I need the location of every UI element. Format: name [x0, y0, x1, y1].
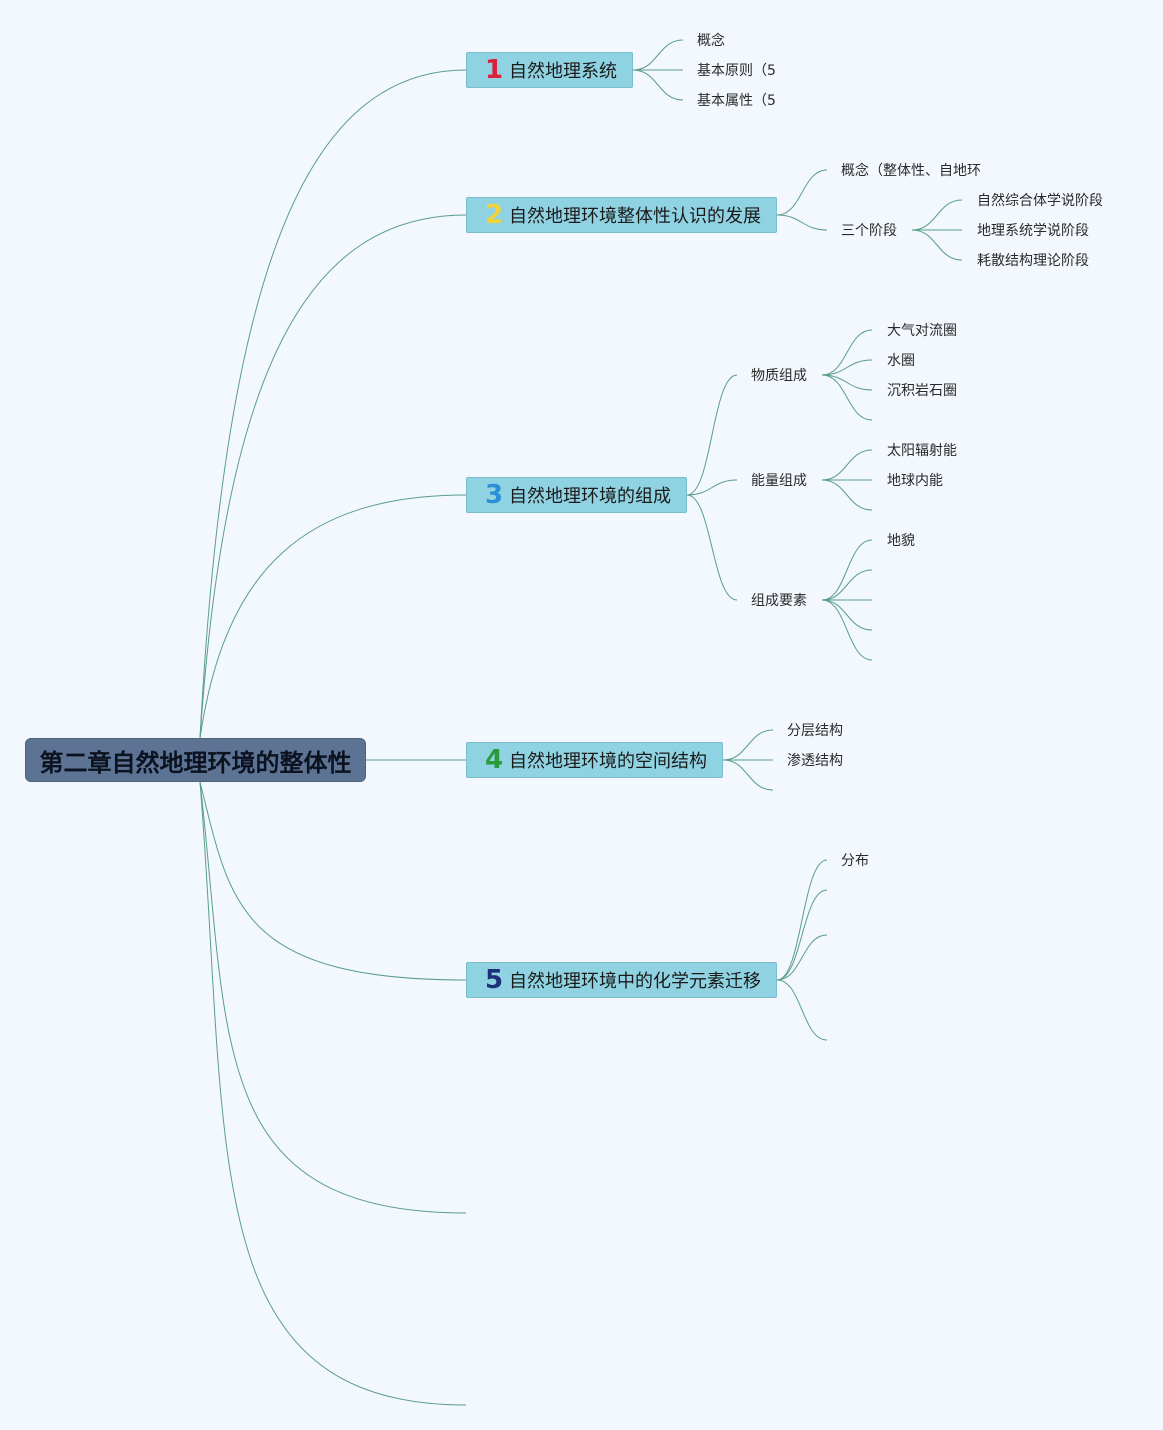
connector-line: [722, 729, 774, 761]
connector-line: [821, 329, 873, 376]
subtopic-layered-structure[interactable]: 分层结构: [787, 723, 843, 739]
topic-label: 自然地理环境整体性认识的发展: [509, 206, 761, 227]
subtopic-concept[interactable]: 概念: [697, 33, 725, 49]
topic-label: 自然地理环境的空间结构: [509, 751, 707, 772]
topic-label: 自然地理系统: [509, 61, 617, 82]
connector-line: [632, 39, 684, 71]
subtopic-integrity-concept[interactable]: 概念（整体性、自地环: [841, 163, 981, 179]
connector-line: [722, 759, 774, 791]
number-1-icon: 1: [485, 55, 504, 85]
connector-line: [776, 979, 828, 1041]
number-3-icon: 3: [485, 480, 504, 510]
subtopic-energy-composition[interactable]: 能量组成: [751, 473, 807, 489]
number-2-icon: 2: [485, 200, 504, 230]
main-branch-line: [199, 494, 467, 739]
topic-environment-composition[interactable]: 3 自然地理环境的组成: [466, 477, 687, 513]
main-branch-line: [199, 781, 467, 1406]
topic-spatial-structure[interactable]: 4 自然地理环境的空间结构: [466, 742, 723, 778]
topic-label: 自然地理环境的组成: [509, 486, 671, 507]
main-branch-line: [199, 781, 467, 981]
connector-line: [776, 859, 828, 981]
topic-chemical-element-migration[interactable]: 5 自然地理环境中的化学元素迁移: [466, 962, 777, 998]
connector-line: [821, 449, 873, 481]
topic-natural-geography-system[interactable]: 1 自然地理系统: [466, 52, 633, 88]
connector-line: [821, 539, 873, 601]
connector-line: [686, 494, 738, 601]
connector-line: [686, 479, 738, 496]
connector-line: [911, 229, 963, 261]
topic-label: 自然地理环境中的化学元素迁移: [509, 971, 761, 992]
material-troposphere[interactable]: 大气对流圈: [887, 323, 957, 339]
connector-line: [821, 599, 873, 631]
stage-natural-complex[interactable]: 自然综合体学说阶段: [977, 193, 1103, 209]
subtopic-basic-principles[interactable]: 基本原则（5: [697, 63, 776, 79]
subtopic-components[interactable]: 组成要素: [751, 593, 807, 609]
subtopic-material-composition[interactable]: 物质组成: [751, 368, 807, 384]
main-branch-line: [199, 781, 467, 1214]
central-topic-label: 第二章自然地理环境的整体性: [39, 748, 352, 777]
subtopic-permeation-structure[interactable]: 渗透结构: [787, 753, 843, 769]
energy-solar-radiation[interactable]: 太阳辐射能: [887, 443, 957, 459]
connector-line: [821, 599, 873, 661]
material-hydrosphere[interactable]: 水圈: [887, 353, 915, 369]
main-branch-line: [199, 214, 467, 739]
connector-line: [821, 359, 873, 376]
subtopic-basic-attributes[interactable]: 基本属性（5: [697, 93, 776, 109]
component-landform[interactable]: 地貌: [887, 533, 915, 549]
connector-line: [776, 214, 828, 231]
connector-line: [821, 479, 873, 511]
number-5-icon: 5: [485, 965, 504, 995]
material-sedimentary-lithosphere[interactable]: 沉积岩石圈: [887, 383, 957, 399]
connector-line: [821, 569, 873, 601]
connector-line: [686, 374, 738, 496]
topic-integrity-recognition-development[interactable]: 2 自然地理环境整体性认识的发展: [466, 197, 777, 233]
connector-line: [821, 374, 873, 421]
connector-line: [632, 69, 684, 101]
stage-dissipative-structure[interactable]: 耗散结构理论阶段: [977, 253, 1089, 269]
connector-line: [776, 889, 828, 981]
energy-earth-internal[interactable]: 地球内能: [887, 473, 943, 489]
connector-line: [911, 199, 963, 231]
subtopic-distribution[interactable]: 分布: [841, 853, 869, 869]
stage-geosystem[interactable]: 地理系统学说阶段: [977, 223, 1089, 239]
main-branch-line: [199, 69, 467, 739]
connector-line: [821, 374, 873, 391]
central-topic[interactable]: 第二章自然地理环境的整体性: [25, 738, 366, 782]
subtopic-three-stages[interactable]: 三个阶段: [841, 223, 897, 239]
connector-line: [776, 169, 828, 216]
connector-line: [776, 934, 828, 981]
number-4-icon: 4: [485, 745, 504, 775]
